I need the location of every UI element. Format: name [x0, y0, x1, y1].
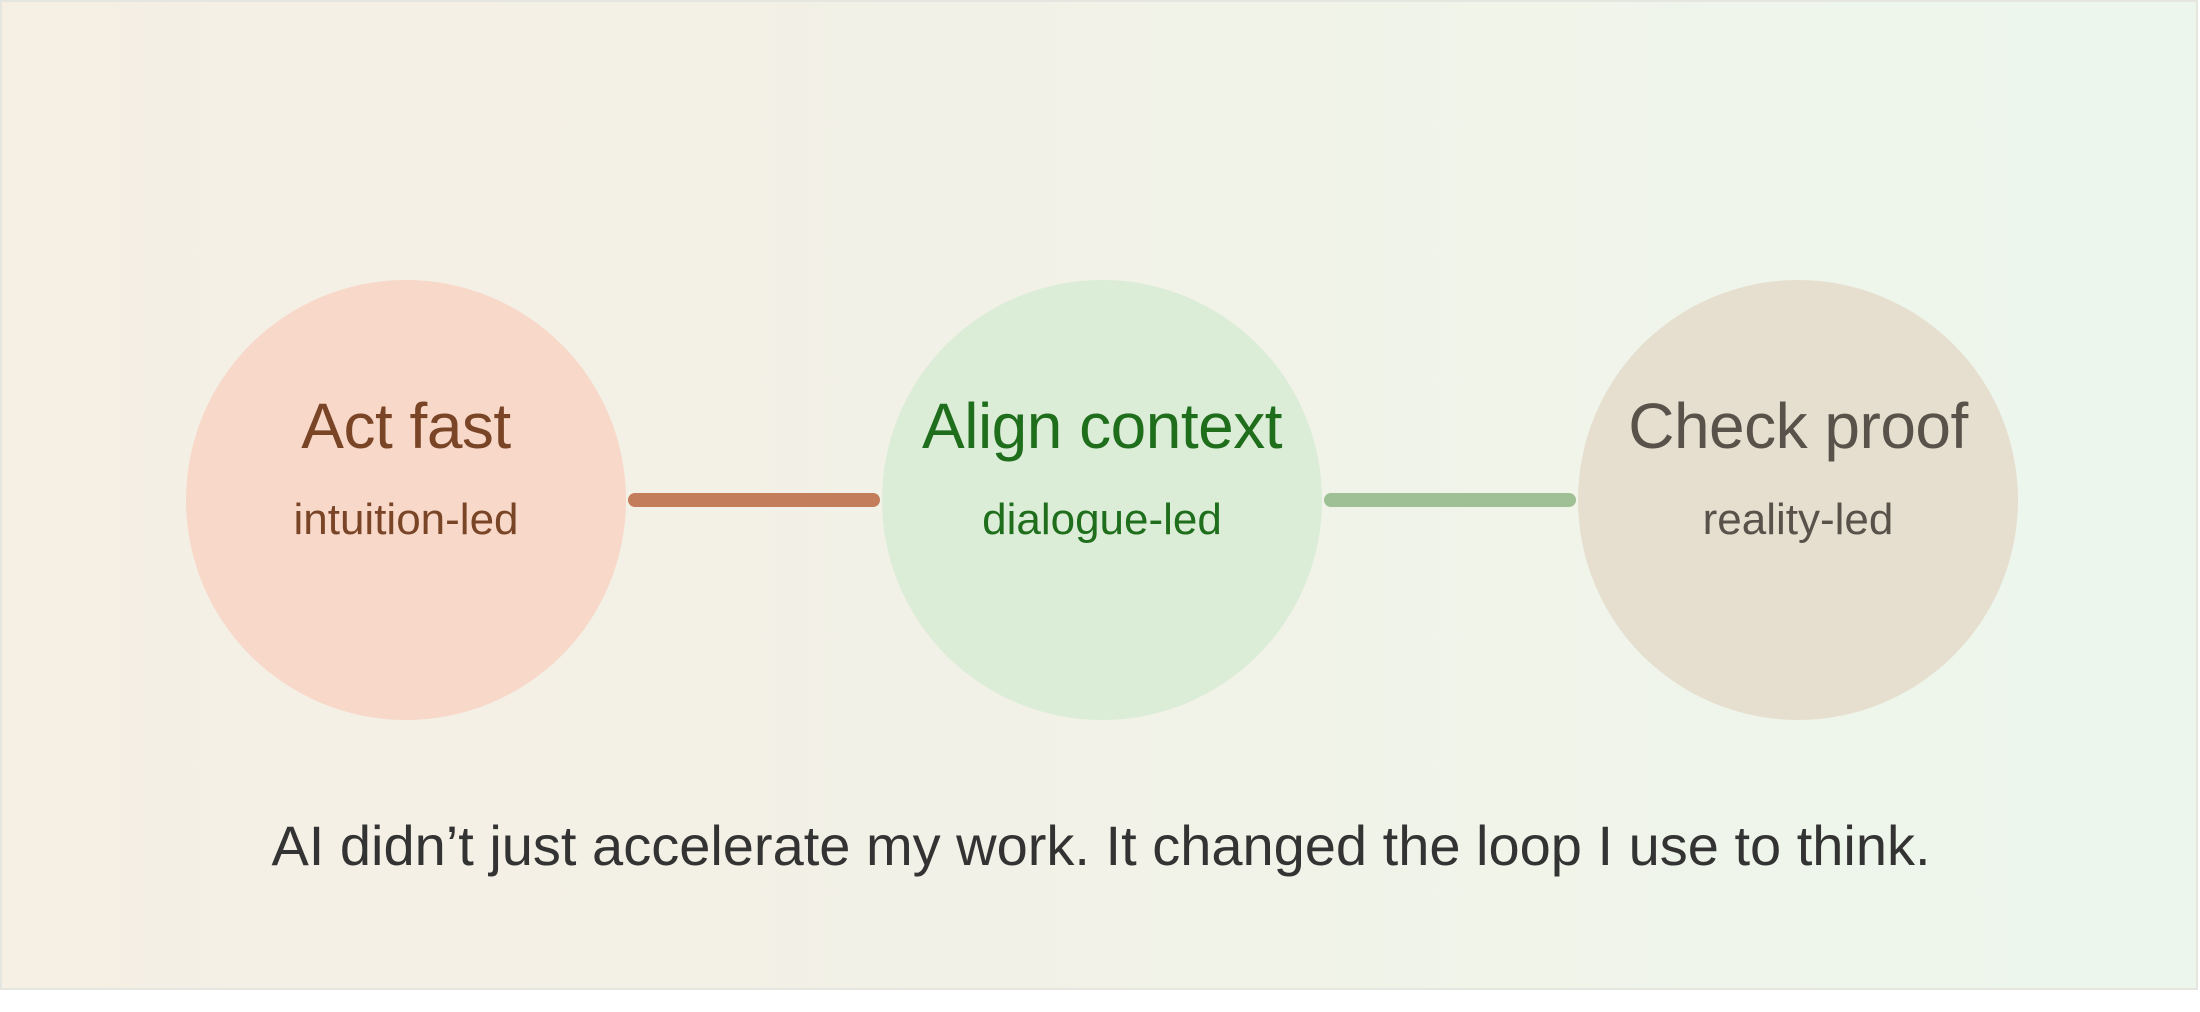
- node-check-proof: Check proof reality-led: [1578, 280, 2018, 720]
- node-align-context: Align context dialogue-led: [882, 280, 1322, 720]
- connector-align-to-check: [1324, 493, 1576, 507]
- node-subtitle: reality-led: [1702, 495, 1894, 544]
- node-title: Align context: [922, 390, 1282, 462]
- node-title: Act fast: [301, 390, 511, 462]
- node-subtitle: dialogue-led: [982, 495, 1222, 544]
- connector-act-to-align: [628, 493, 880, 507]
- node-title: Check proof: [1628, 390, 1968, 462]
- node-act-fast: Act fast intuition-led: [186, 280, 626, 720]
- diagram-canvas: Act fast intuition-led Align context dia…: [0, 0, 2198, 990]
- tagline: AI didn’t just accelerate my work. It ch…: [271, 814, 1931, 877]
- node-subtitle: intuition-led: [293, 495, 519, 544]
